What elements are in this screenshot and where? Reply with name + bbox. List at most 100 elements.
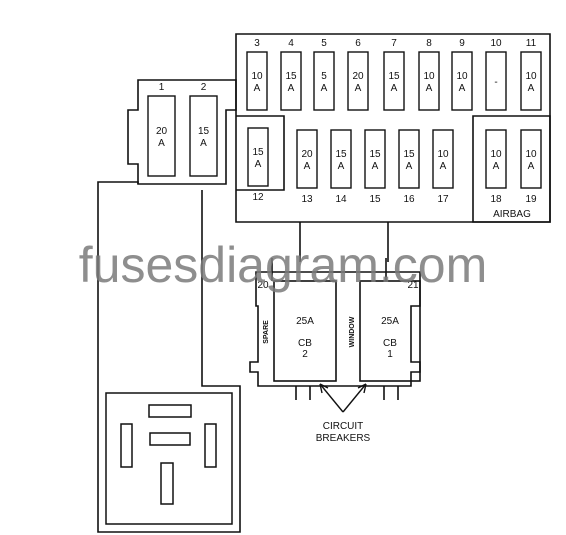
fuse-number: 6 bbox=[355, 38, 361, 49]
fuse-rating: 10 bbox=[251, 71, 263, 82]
fuse-10: 10 - bbox=[485, 38, 507, 111]
fuse-body bbox=[296, 129, 318, 189]
breaker-name: CB bbox=[298, 338, 312, 349]
fuse-rating: 15 bbox=[403, 149, 415, 160]
fuse-number: 9 bbox=[459, 38, 465, 49]
breaker-rating: 25A bbox=[381, 316, 399, 327]
fuse-17: 17 10A bbox=[432, 129, 454, 205]
fuse-body bbox=[189, 95, 218, 177]
relay-terminal-right bbox=[204, 423, 217, 468]
fuse-body bbox=[485, 51, 507, 111]
fuse-rating: 15 bbox=[198, 126, 210, 137]
fuse-number: 19 bbox=[525, 194, 537, 205]
fuse-1: 1 20A bbox=[147, 82, 176, 177]
cb1-body bbox=[359, 280, 421, 382]
breaker-name: CB bbox=[383, 338, 397, 349]
relay-terminal-left bbox=[120, 423, 133, 468]
fuse-unit: A bbox=[288, 83, 295, 94]
fuse-number: 10 bbox=[490, 38, 502, 49]
relay-terminal-center bbox=[149, 432, 191, 446]
fuse-unit: A bbox=[321, 83, 328, 94]
fuse-unit: A bbox=[426, 83, 433, 94]
fuse-rating: 10 bbox=[525, 71, 537, 82]
fuse-body bbox=[246, 51, 268, 111]
fuse-number: 1 bbox=[159, 82, 165, 93]
airbag-label: AIRBAG bbox=[493, 209, 531, 220]
fuse-rating: 15 bbox=[335, 149, 347, 160]
fuse-rating: 5 bbox=[321, 71, 327, 82]
breaker-rating: 25A bbox=[296, 316, 314, 327]
fuse-body bbox=[330, 129, 352, 189]
fuse-number: 18 bbox=[490, 194, 502, 205]
fuse-body bbox=[398, 129, 420, 189]
fuse-9: 9 10A bbox=[451, 38, 473, 111]
fuse-body bbox=[364, 129, 386, 189]
fuse-body bbox=[520, 129, 542, 189]
fuse-body bbox=[520, 51, 542, 111]
fuse-unit: A bbox=[459, 83, 466, 94]
fuse-18: 18 10A bbox=[485, 129, 507, 205]
caption-line-1: CIRCUIT bbox=[323, 421, 364, 432]
fuse-number: 7 bbox=[391, 38, 397, 49]
relay-terminal-bottom bbox=[160, 462, 174, 505]
watermark: fusesdiagram.com bbox=[79, 237, 488, 293]
fuse-rating: 10 bbox=[423, 71, 435, 82]
fuse-number: 4 bbox=[288, 38, 294, 49]
fuse-number: 5 bbox=[321, 38, 327, 49]
cb2-body bbox=[273, 280, 337, 382]
fuse-unit: A bbox=[158, 138, 165, 149]
fuse-unit: A bbox=[254, 83, 261, 94]
fuse-rating: - bbox=[494, 77, 497, 88]
fuse-body bbox=[432, 129, 454, 189]
fuse-11: 11 10A bbox=[520, 38, 542, 111]
fuse-unit: A bbox=[528, 83, 535, 94]
fuse-7: 7 15A bbox=[383, 38, 405, 111]
fuse-5: 55A bbox=[313, 38, 335, 111]
fuse-body bbox=[418, 51, 440, 111]
fuse-unit: A bbox=[493, 161, 500, 172]
fuse-number: 11 bbox=[526, 38, 537, 49]
fuse-unit: A bbox=[528, 161, 535, 172]
fuse-number: 17 bbox=[437, 194, 449, 205]
fuse-19: 19 10A bbox=[520, 129, 542, 205]
caption-arrows bbox=[319, 383, 367, 413]
fuse-box-housing bbox=[97, 33, 551, 533]
fuse-body bbox=[147, 95, 176, 177]
fuse-rating: 10 bbox=[456, 71, 468, 82]
fuse-number: 14 bbox=[335, 194, 347, 205]
fuse-rating: 15 bbox=[388, 71, 400, 82]
fuse-number: 13 bbox=[301, 194, 313, 205]
relay-socket bbox=[105, 392, 233, 525]
fuse-rating: 15 bbox=[369, 149, 381, 160]
fuse-unit: A bbox=[391, 83, 398, 94]
breaker-position-number: 20 bbox=[257, 280, 269, 291]
fuse-unit: A bbox=[255, 159, 262, 170]
fuse-number: 2 bbox=[201, 82, 207, 93]
fuse-body bbox=[451, 51, 473, 111]
fuse-rating: 10 bbox=[437, 149, 449, 160]
fuse-rating: 10 bbox=[525, 149, 537, 160]
fuse-unit: A bbox=[200, 138, 207, 149]
breaker-number: 2 bbox=[302, 349, 308, 360]
fuse-unit: A bbox=[440, 161, 447, 172]
fuse-unit: A bbox=[372, 161, 379, 172]
breaker-side-label: WINDOW bbox=[349, 316, 356, 347]
fuse-rating: 10 bbox=[490, 149, 502, 160]
breaker-position-number: 21 bbox=[407, 280, 419, 291]
breaker-housing bbox=[249, 258, 421, 400]
fuse-rating: 15 bbox=[252, 147, 264, 158]
fuse-unit: A bbox=[304, 161, 311, 172]
fuse-body bbox=[383, 51, 405, 111]
fuse-unit: A bbox=[406, 161, 413, 172]
fuse-rating: 20 bbox=[156, 126, 168, 137]
fuse-body bbox=[485, 129, 507, 189]
fuse-rating: 20 bbox=[352, 71, 364, 82]
